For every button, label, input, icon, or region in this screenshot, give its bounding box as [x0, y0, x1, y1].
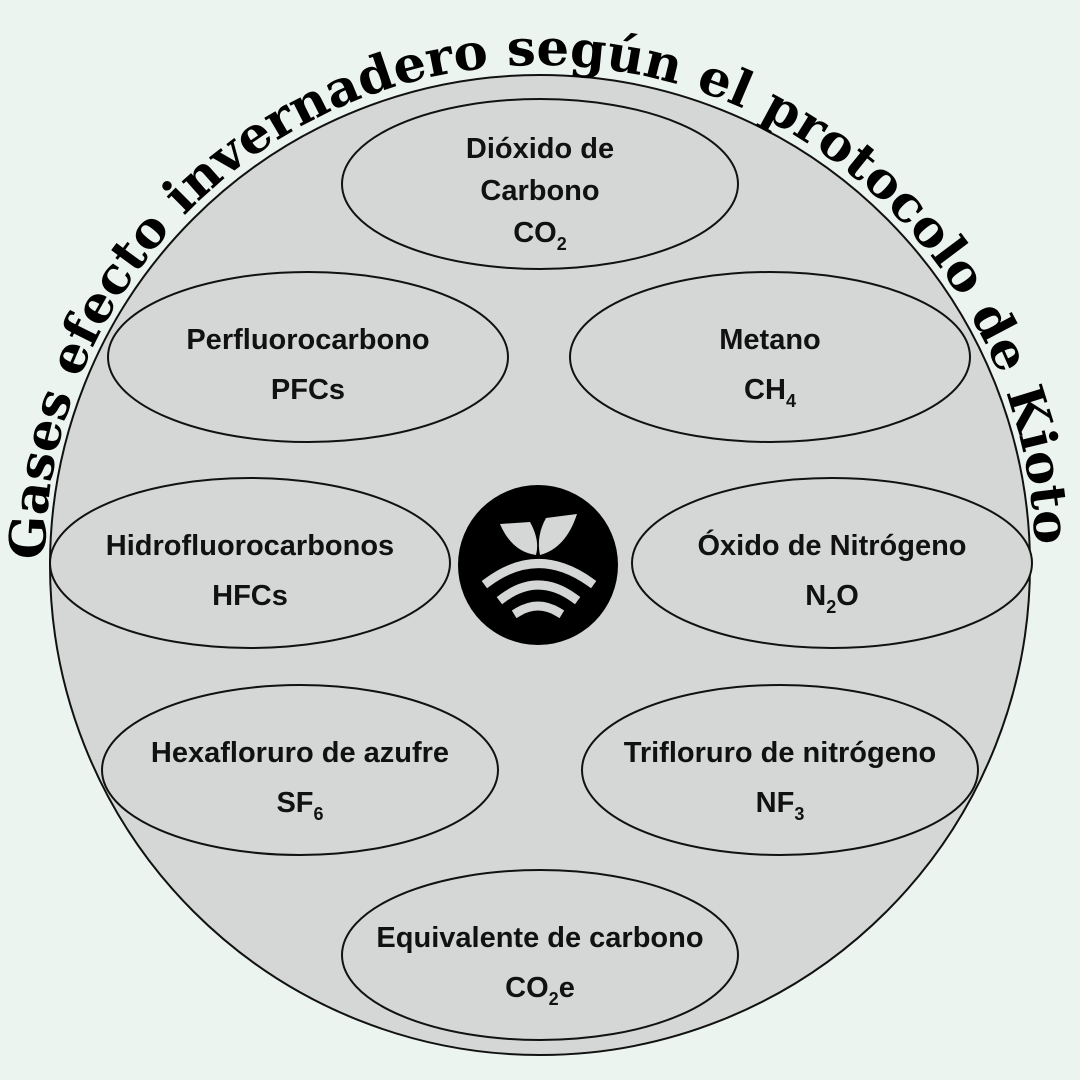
gas-name: Equivalente de carbono [376, 922, 703, 954]
gas-ellipse [107, 271, 509, 443]
gas-ellipse [341, 98, 739, 270]
gas-formula: PFCs [271, 374, 345, 406]
gas-ellipse [581, 684, 979, 856]
gas-ellipse [49, 477, 451, 649]
gas-formula: CH4 [744, 374, 796, 411]
gas-formula: N2O [805, 580, 859, 617]
gas-name: Carbono [480, 175, 599, 207]
gas-name: Hexafloruro de azufre [151, 737, 449, 769]
gas-name: Trifloruro de nitrógeno [624, 737, 937, 769]
gas-ellipse [569, 271, 971, 443]
gas-name: Hidrofluorocarbonos [106, 530, 394, 562]
gas-ellipse [101, 684, 499, 856]
gas-formula: CO2e [505, 972, 575, 1009]
gas-formula: CO2 [513, 217, 567, 254]
gas-name: Metano [719, 324, 821, 356]
gas-name: Dióxido de [466, 133, 614, 165]
gas-formula: HFCs [212, 580, 288, 612]
gas-formula: NF3 [756, 787, 805, 824]
gas-ellipse [631, 477, 1033, 649]
gas-name: Perfluorocarbono [186, 324, 429, 356]
gas-ellipse [341, 869, 739, 1041]
leaf-signal-icon [458, 485, 618, 645]
gas-formula: SF6 [276, 787, 323, 824]
gas-name: Óxido de Nitrógeno [697, 528, 966, 562]
